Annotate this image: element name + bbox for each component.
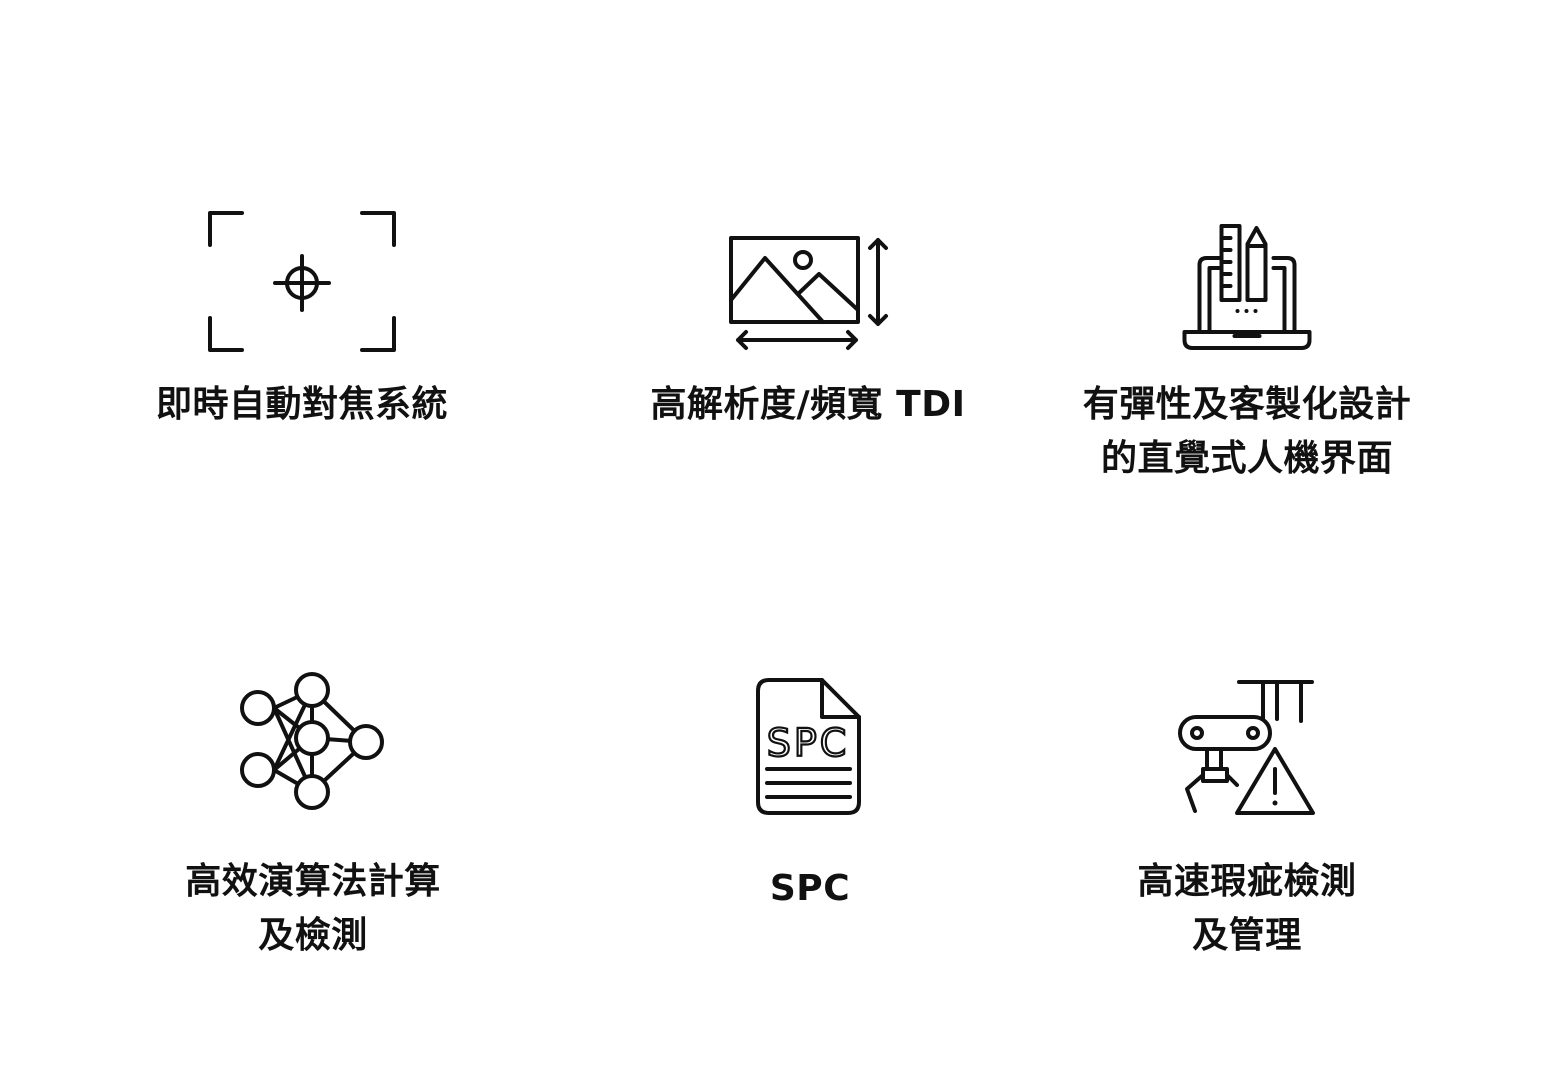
spc-icon-text: SPC	[767, 721, 850, 765]
robot-warning-icon	[1177, 677, 1317, 817]
autofocus-crosshair-icon	[207, 210, 397, 355]
feature-label: 高解析度/頻寬 TDI	[650, 384, 966, 425]
spc-document-icon: SPC	[755, 677, 865, 817]
feature-label: 即時自動對焦系統	[155, 384, 448, 425]
feature-label: 高效演算法計算 及檢測	[185, 861, 441, 956]
feature-label: 有彈性及客製化設計 的直覺式人機界面	[1082, 384, 1412, 479]
laptop-design-tools-icon	[1180, 220, 1315, 355]
image-resize-icon	[723, 232, 893, 354]
feature-label: SPC	[769, 868, 851, 909]
feature-label: 高速瑕疵檢測 及管理	[1137, 861, 1357, 956]
neural-network-icon	[238, 670, 388, 818]
